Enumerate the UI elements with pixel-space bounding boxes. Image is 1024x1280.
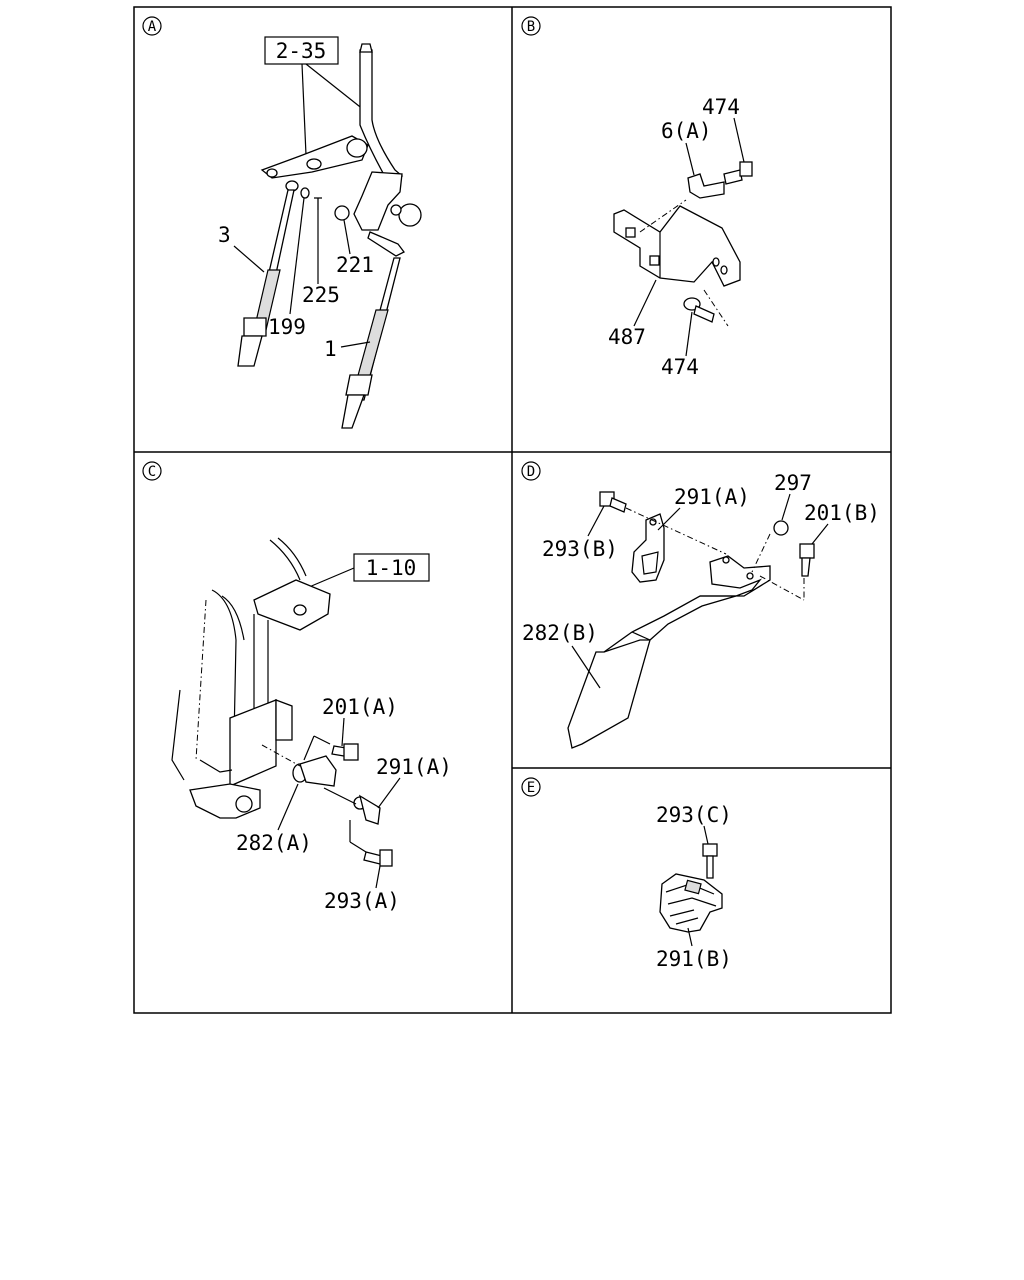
- cable-1: [341, 257, 401, 429]
- nut-297: [773, 520, 789, 536]
- svg-text:291(B): 291(B): [656, 947, 732, 971]
- svg-text:E: E: [527, 780, 535, 796]
- svg-text:293(B): 293(B): [542, 537, 618, 561]
- panel-b-marker: B: [521, 16, 541, 36]
- bolt-201b: [799, 543, 815, 577]
- clamp-291b: [659, 873, 723, 933]
- panel-e-marker: E: [521, 777, 541, 797]
- svg-text:1: 1: [324, 337, 337, 361]
- clamp-282a: [292, 755, 337, 787]
- svg-text:291(A): 291(A): [376, 755, 452, 779]
- svg-text:293(C): 293(C): [656, 803, 732, 827]
- chassis-frame: [171, 537, 331, 819]
- svg-text:C: C: [148, 464, 156, 480]
- bracket-282b: [567, 555, 771, 749]
- svg-text:297: 297: [774, 471, 812, 495]
- panel-a: A 2-35: [142, 16, 422, 429]
- svg-text:1-10: 1-10: [366, 556, 417, 580]
- panel-a-ref-box: 2-35: [264, 36, 339, 65]
- shift-lever: [353, 43, 422, 231]
- bolt-201a: [331, 743, 359, 761]
- bolt-474-bottom: [683, 297, 715, 323]
- panel-b: B 474 6(A) 487 4: [521, 16, 753, 379]
- panel-d-marker: D: [521, 461, 541, 481]
- panel-c-marker: C: [142, 461, 162, 481]
- panel-e: E 293(C) 291(B): [521, 777, 732, 971]
- panel-c-ref-box: 1-10: [353, 553, 430, 582]
- panel-d: D: [521, 461, 880, 749]
- panel-frame: [133, 6, 892, 1014]
- clip-291a: [353, 794, 381, 825]
- clip-291a-d: [631, 513, 665, 583]
- svg-text:487: 487: [608, 325, 646, 349]
- bolt-474-top: [723, 161, 753, 185]
- panel-c: C 1-10: [142, 461, 452, 913]
- svg-text:201(A): 201(A): [322, 695, 398, 719]
- cable-3: [237, 189, 295, 367]
- svg-text:2-35: 2-35: [276, 39, 327, 63]
- bolt-293a: [363, 849, 393, 867]
- svg-text:474: 474: [702, 95, 740, 119]
- svg-text:D: D: [527, 464, 535, 480]
- svg-text:6(A): 6(A): [661, 119, 712, 143]
- svg-text:201(B): 201(B): [804, 501, 880, 525]
- panel-a-marker: A: [142, 16, 162, 36]
- svg-text:293(A): 293(A): [324, 889, 400, 913]
- bolt-293c: [702, 843, 718, 879]
- clip-6a: [687, 173, 725, 199]
- svg-text:221: 221: [336, 253, 374, 277]
- bracket-487: [613, 205, 741, 287]
- svg-text:A: A: [148, 19, 157, 35]
- svg-text:282(A): 282(A): [236, 831, 312, 855]
- svg-text:3: 3: [218, 223, 231, 247]
- svg-text:291(A): 291(A): [674, 485, 750, 509]
- svg-text:225: 225: [302, 283, 340, 307]
- svg-text:199: 199: [268, 315, 306, 339]
- svg-text:282(B): 282(B): [522, 621, 598, 645]
- svg-text:B: B: [527, 19, 535, 35]
- linkage-arm: [260, 135, 369, 179]
- svg-text:474: 474: [661, 355, 699, 379]
- bolt-293b: [599, 491, 627, 513]
